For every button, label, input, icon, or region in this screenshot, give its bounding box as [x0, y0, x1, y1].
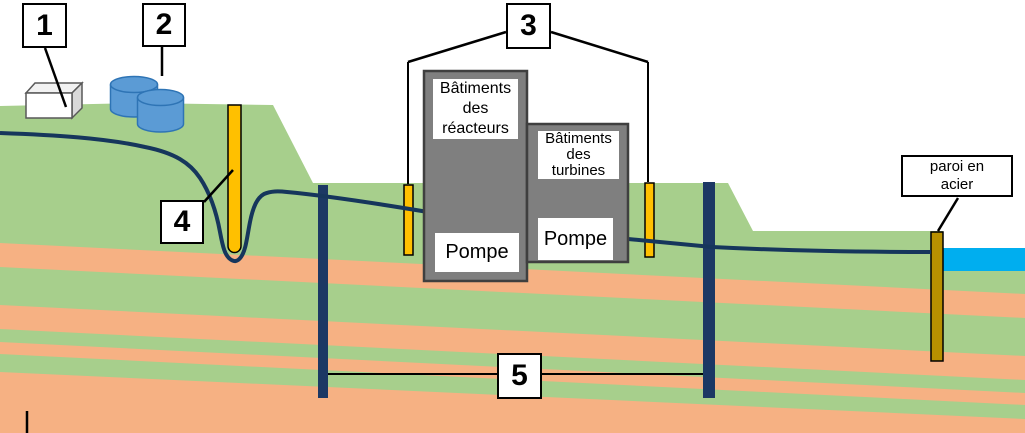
callout-5: 5 — [497, 353, 542, 399]
callout-2-number: 2 — [155, 8, 173, 41]
impermeable-wall-right — [703, 182, 715, 398]
steel-wall-label: paroi en acier — [901, 155, 1013, 197]
turbine-pump-label: Pompe — [538, 218, 613, 260]
leader-line-3-right — [550, 30, 649, 64]
reactor-building-label: Bâtiments des réacteurs — [433, 79, 518, 139]
steel-wall — [930, 231, 944, 362]
leader-line-steel-wall — [936, 197, 960, 232]
callout-2: 2 — [142, 3, 186, 47]
clay-layer-2 — [0, 305, 1025, 380]
callout-5-number: 5 — [511, 359, 528, 392]
leader-line-1 — [43, 47, 68, 108]
callout-1-number: 1 — [36, 8, 53, 42]
callout-4-number: 4 — [173, 205, 191, 238]
storage-building — [24, 81, 84, 120]
pumping-well — [227, 104, 242, 254]
callout-3-number: 3 — [520, 9, 537, 42]
sea-water — [943, 248, 1025, 271]
groundwater-level-line — [0, 131, 932, 264]
turbine-building-label: Bâtiments des turbines — [538, 131, 619, 179]
clay-layer-4 — [0, 372, 1025, 433]
callout-4: 4 — [160, 200, 204, 244]
reactor-pump-label: Pompe — [435, 233, 519, 272]
callout-3: 3 — [506, 3, 551, 49]
water-tanks — [109, 75, 185, 133]
well-left-of-buildings — [403, 184, 414, 256]
leader-line-3-left — [407, 30, 507, 64]
impermeable-wall-left — [318, 185, 328, 398]
callout-1: 1 — [22, 3, 67, 48]
leader-line-4 — [203, 169, 234, 203]
well-right-of-buildings — [644, 182, 655, 258]
